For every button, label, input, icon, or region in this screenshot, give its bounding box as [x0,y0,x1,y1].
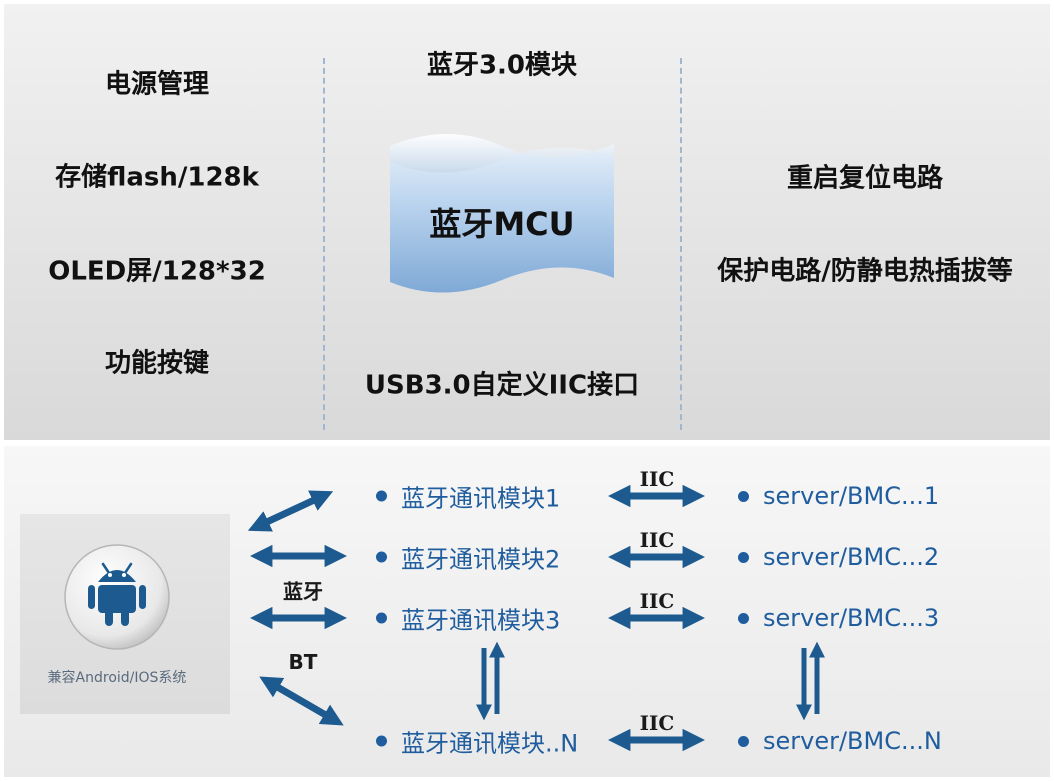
left-divider [323,58,325,430]
module-item: 蓝牙通讯模块..N [376,724,578,759]
iic-label: IIC [639,589,675,613]
module-label: 蓝牙通讯模块1 [401,484,561,513]
bullet-dot [376,735,387,747]
module-item: 蓝牙通讯模块1 [376,479,560,514]
bluetooth-mcu-label: 蓝牙MCU [429,205,575,243]
compatibility-label: 兼容Android/IOS系统 [47,670,187,686]
module-label: 蓝牙通讯模块2 [401,545,561,574]
bullet-dot [376,612,387,624]
vertical-arrows [475,641,826,721]
server-label: server/BMC...2 [763,543,940,571]
bullet-dot [738,735,749,747]
android-icon [64,544,170,650]
iic-label: IIC [639,528,675,552]
iic-label: IIC [639,467,675,491]
bluetooth-arrows [247,490,347,726]
bluetooth-module-label: 蓝牙3.0模块 [426,50,578,81]
feature-power-management: 电源管理 [104,69,210,100]
feature-flash-storage: 存储flash/128k [55,162,259,193]
server-item: server/BMC...2 [738,543,939,571]
bullet-dot [738,551,749,563]
feature-function-keys: 功能按键 [104,348,210,379]
bluetooth-link-label: 蓝牙 [283,579,323,604]
bullet-dot [376,551,387,563]
module-item: 蓝牙通讯模块3 [376,601,560,636]
server-item: server/BMC...3 [738,604,939,632]
bullet-dot [376,490,387,502]
right-divider [680,58,682,430]
server-item: server/BMC...N [738,727,942,755]
bullet-dot [738,490,749,502]
server-label: server/BMC...1 [763,482,940,510]
usb-interface-label: USB3.0自定义IIC接口 [364,370,640,401]
module-label: 蓝牙通讯模块..N [401,729,579,758]
bt-link-label: BT [288,650,318,674]
bullet-dot [738,612,749,624]
server-item: server/BMC...1 [738,482,939,510]
feature-reset-circuit: 重启复位电路 [786,163,944,194]
module-label: 蓝牙通讯模块3 [401,606,561,635]
server-label: server/BMC...N [763,727,942,755]
feature-oled-screen: OLED屏/128*32 [48,256,266,287]
server-label: server/BMC...3 [763,604,940,632]
iic-arrows [608,484,705,752]
iic-label: IIC [639,711,675,735]
mcu-banner-shape [390,134,614,293]
module-item: 蓝牙通讯模块2 [376,540,560,575]
feature-protection-circuit: 保护电路/防静电热插拔等 [717,256,1013,287]
